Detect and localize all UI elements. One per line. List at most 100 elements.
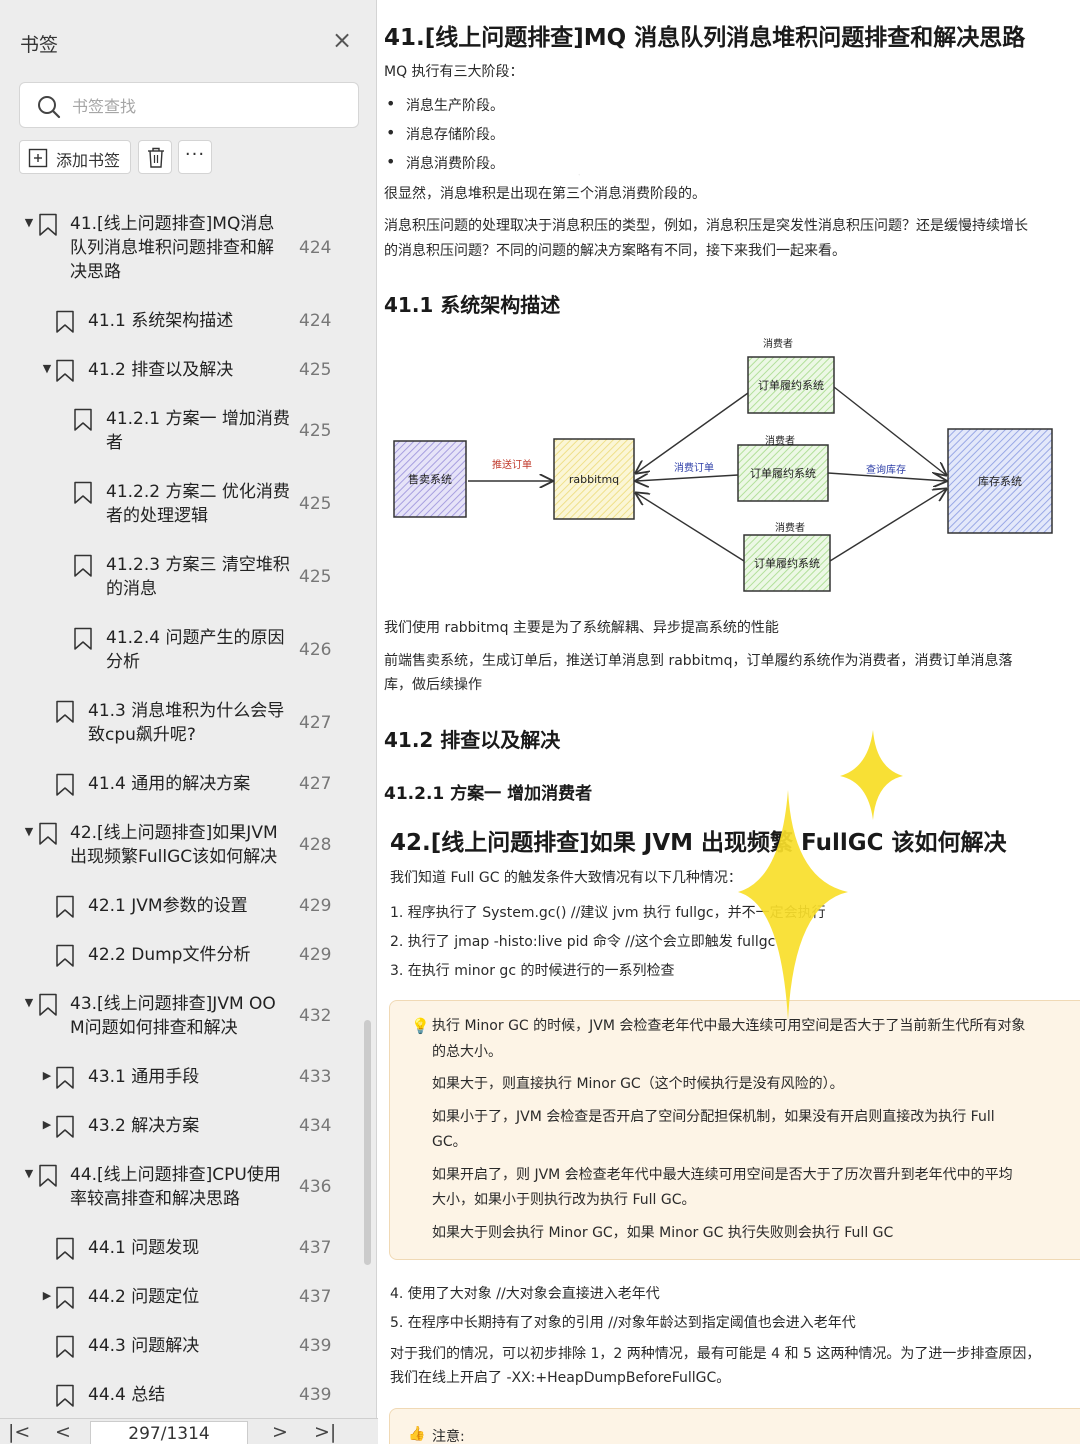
bookmark-page-number: 436 [299,1177,332,1197]
architecture-diagram: 售卖系统 rabbitmq 订单履约系统 消费者 订单履约系统 消费者 订单履约… [393,337,1053,592]
last-page-button[interactable]: >| [314,1421,337,1443]
tip-line: 大小，如果小于则执行改为执行 Full GC。 [432,1192,696,1208]
sparkle-decoration [738,730,903,1020]
thumbs-up-icon: 👍 [408,1426,426,1442]
bookmark-search-input[interactable] [72,91,352,121]
add-bookmark-button[interactable]: 添加书签 [19,140,131,174]
bookmark-icon [39,993,57,1016]
consumer-label: 消费者 [775,521,805,534]
bookmark-icon [74,627,92,650]
fulfill-system-label: 订单履约系统 [750,467,816,480]
query-stock-label: 查询库存 [866,463,906,476]
expand-arrow-icon[interactable]: ▶ [42,1118,52,1131]
close-icon[interactable]: × [331,26,353,54]
bookmark-icon [56,944,74,967]
note-label: 注意: [432,1429,465,1444]
page-number-field[interactable]: 297/1314 [90,1421,248,1444]
bookmark-page-number: 426 [299,640,332,660]
bookmark-item[interactable]: 41.2.1 方案一 增加消费者 425 [0,407,360,455]
bookmark-label-line: 率较高排查和解决思路 [70,1189,240,1209]
expand-arrow-icon[interactable]: ▶ [42,1069,52,1082]
add-bookmark-label: 添加书签 [56,151,121,170]
bookmark-icon [56,1286,74,1309]
bookmark-search-box[interactable] [19,82,359,128]
bookmark-page-number: 433 [299,1067,332,1087]
bookmark-label: 44.1 问题发现 [88,1236,292,1260]
search-icon [38,96,61,119]
stock-system-label: 库存系统 [978,474,1022,488]
bookmark-page-number: 432 [299,1006,332,1026]
heading-41-2: 41.2 排查以及解决 [384,728,561,752]
gc-list-item: 5. 在程序中长期持有了对象的引用 //对象年龄达到指定阈值也会进入老年代 [390,1315,856,1331]
note-callout [389,1408,1080,1444]
prev-page-button[interactable]: < [55,1421,71,1443]
collapse-arrow-icon[interactable]: ▼ [42,362,52,375]
bookmark-item[interactable]: ▼ 44.[线上问题排查]CPU使用率较高排查和解决思路 436 [0,1163,360,1211]
bookmark-label-line: 41.2.4 问题产生的原因 [106,628,285,648]
bookmark-item[interactable]: 41.3 消息堆积为什么会导致cpu飙升呢?427 [0,699,360,747]
gc-intro: 我们知道 Full GC 的触发条件大致情况有以下几种情况： [390,870,742,886]
bookmark-item[interactable]: 41.2.4 问题产生的原因分析 426 [0,626,360,674]
tip-line: 如果开启了，则 JVM 会检查老年代中最大连续可用空间是否大于了历次晋升到老年代… [432,1167,1013,1183]
bookmark-icon [56,310,74,333]
bookmark-label: 41.2.4 问题产生的原因分析 [106,626,292,674]
bookmark-label-line: 41.1 系统架构描述 [88,311,234,331]
collapse-arrow-icon[interactable]: ▼ [24,1167,34,1180]
tip-line: 如果小于了，JVM 会检查是否开启了空间分配担保机制，如果没有开启则直接改为执行… [432,1109,995,1125]
paragraph-2-line-1: 前端售卖系统，生成订单后，推送订单消息到 rabbitmq，订单履约系统作为消费… [384,653,1013,669]
heading-41: 41.[线上问题排查]MQ 消息队列消息堆积问题排查和解决思路 [384,25,1026,51]
gc-list-item: 2. 执行了 jmap -histo:live pid 命令 //这个会立即触发… [390,934,776,950]
bookmark-label: 44.[线上问题排查]CPU使用率较高排查和解决思路 [70,1163,292,1211]
fulfill-system-label: 订单履约系统 [758,379,824,392]
more-options-button[interactable]: ··· [178,140,212,174]
delete-bookmark-button[interactable] [138,140,172,174]
bookmark-icon [56,1115,74,1138]
bookmark-label: 41.2.1 方案一 增加消费者 [106,407,292,455]
consumer-box-bottom [743,534,831,592]
bookmark-label-line: 的消息 [106,579,157,599]
lightbulb-icon: 💡 [411,1017,430,1035]
query-arrow-top [833,386,946,475]
bookmark-label-line: 决思路 [70,262,121,282]
collapse-arrow-icon[interactable]: ▼ [24,996,34,1009]
collapse-arrow-icon[interactable]: ▼ [24,825,34,838]
fulfill-system-label: 订单履约系统 [754,557,820,570]
consume-arrow-top [636,392,749,473]
bookmark-sidebar: 书签 × 添加书签 ··· ▼41.[线上问题排查]MQ消息队列消息堆积问题排查… [0,0,377,1444]
query-arrow-bottom [829,489,946,562]
consume-order-label: 消费订单 [674,461,714,474]
first-page-button[interactable]: |< [8,1421,31,1443]
stage-item: 消息生产阶段。 [386,94,504,115]
bookmark-page-number: 437 [299,1287,332,1307]
bookmark-label-line: 41.4 通用的解决方案 [88,774,251,794]
tip-line: 的总大小。 [432,1044,502,1060]
bookmark-label: 44.4 总结 [88,1383,292,1407]
paragraph-1-line-1: 消息积压问题的处理取决于消息积压的类型，例如，消息积压是突发性消息积压问题？还是… [384,218,1028,234]
collapse-arrow-icon[interactable]: ▼ [24,216,34,229]
consumer-label: 消费者 [765,434,795,447]
next-page-button[interactable]: > [272,1421,288,1443]
sidebar-scrollbar[interactable] [364,1020,371,1265]
sidebar-title: 书签 [20,34,59,56]
bookmark-page-number: 425 [299,421,332,441]
bookmark-icon [56,359,74,382]
expand-arrow-icon[interactable]: ▶ [42,1289,52,1302]
bookmark-page-number: 425 [299,360,332,380]
